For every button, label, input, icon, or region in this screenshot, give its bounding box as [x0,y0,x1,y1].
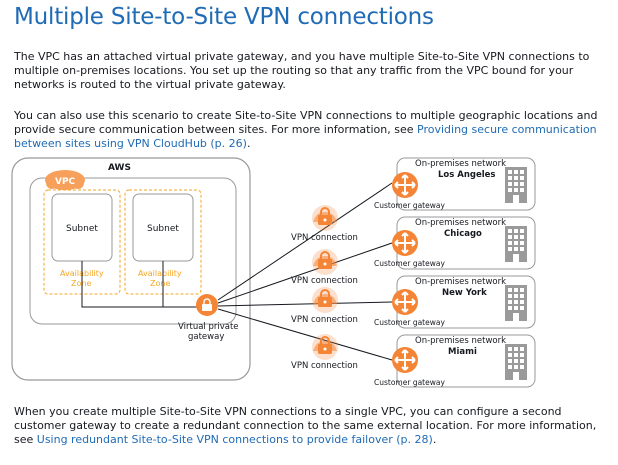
cgw-label-la: Customer gateway [374,201,445,210]
onprem-network-new-york: On-premises network New York Customer ga… [374,275,536,329]
az-2-label-line1: Availability [138,269,182,278]
virtual-private-gateway-icon [196,294,218,316]
cgw-label-chicago: Customer gateway [374,259,445,268]
vgw-label-line1: Virtual private [178,322,239,332]
scenario-end: . [246,137,251,150]
scenario-text: You can also use this scenario to create… [14,109,598,136]
building-icon [505,285,527,321]
onprem-label-la: On-premises network [415,159,506,169]
location-miami: Miami [448,347,477,357]
location-los-angeles: Los Angeles [438,170,496,180]
onprem-label-chicago: On-premises network [415,218,506,228]
failover-link[interactable]: Using redundant Site-to-Site VPN connect… [36,433,433,446]
customer-gateway-router-icon [391,288,419,316]
vpn-label-4: VPN connection [291,361,358,371]
subnet-1-label: Subnet [66,224,98,234]
redundancy-paragraph: When you create multiple Site-to-Site VP… [14,405,606,447]
vpn-label-3: VPN connection [291,315,358,325]
building-icon [505,344,527,380]
vpc-label: VPC [55,177,76,187]
vpc-tag: VPC [45,170,85,190]
building-icon [505,167,527,203]
onprem-network-chicago: On-premises network Chicago Customer gat… [374,216,536,270]
subnet-routing-lines [81,261,200,308]
onprem-network-los-angeles: On-premises network Los Angeles Customer… [374,157,536,211]
vpn-connection-icon-3 [311,286,339,314]
cgw-label-miami: Customer gateway [374,378,445,387]
customer-gateway-router-icon [391,346,419,374]
aws-label: AWS [108,163,131,173]
intro-paragraph: The VPC has an attached virtual private … [14,50,590,91]
location-new-york: New York [442,288,487,298]
page-title: Multiple Site-to-Site VPN connections [14,4,434,30]
vpn-connection-icon-4 [311,333,339,361]
cloudhub-link[interactable]: Providing secure communication between s… [14,123,597,150]
cgw-label-ny: Customer gateway [374,318,445,327]
az-2-label-line2: Zone [150,279,170,288]
onprem-label-miami: On-premises network [415,336,506,346]
customer-gateway-router-icon [391,229,419,257]
scenario-paragraph: You can also use this scenario to create… [14,109,606,151]
subnet-2-label: Subnet [147,224,179,234]
redundancy-text: When you create multiple Site-to-Site VP… [14,405,597,446]
building-icon [505,226,527,262]
vpn-connection-icon-1 [311,204,339,232]
onprem-network-miami: On-premises network Miami Customer gatew… [374,334,536,388]
redundancy-end: . [432,433,437,446]
vpn-label-2: VPN connection [291,276,358,286]
vgw-label-line2: gateway [188,332,224,342]
vpn-label-1: VPN connection [291,233,358,243]
location-chicago: Chicago [444,229,482,239]
onprem-label-ny: On-premises network [415,277,506,287]
customer-gateway-router-icon [391,171,419,199]
vpn-connection-icon-2 [311,248,339,276]
vpn-connection-lines [217,182,393,361]
az-1-label-line2: Zone [71,279,91,288]
